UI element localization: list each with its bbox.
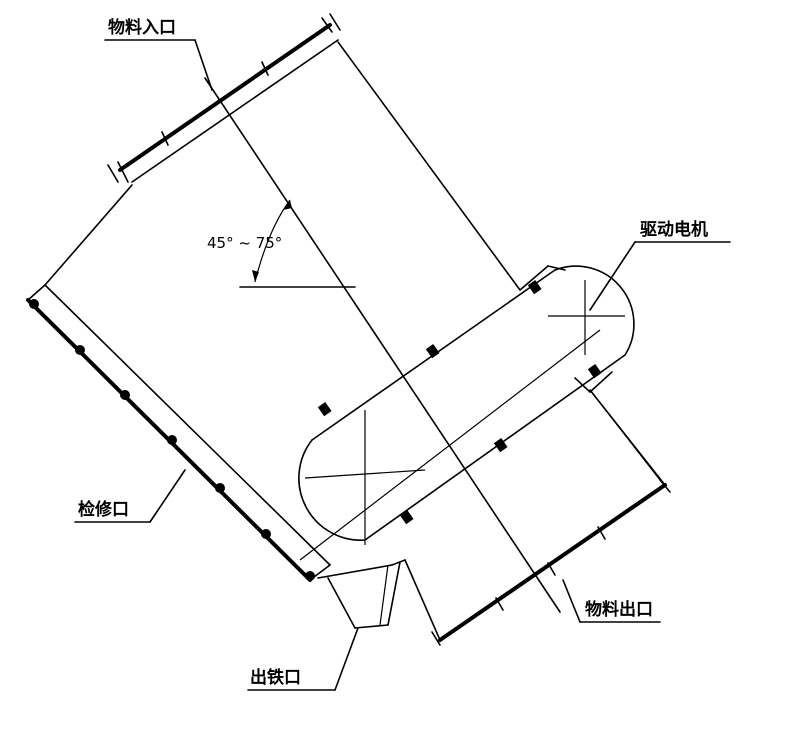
inlet-bolts — [161, 61, 269, 146]
material-outlet-label: 物料出口 — [585, 599, 653, 620]
belt-housing — [298, 265, 635, 541]
outlet-bolts — [495, 526, 606, 611]
iron-outlet-chute — [327, 561, 401, 629]
iron-outlet-label: 出铁口 — [250, 667, 301, 688]
belt-bolts — [317, 280, 602, 525]
inspection-bolts — [29, 299, 315, 581]
housing-body — [26, 13, 671, 646]
drive-motor-label: 驱动电机 — [640, 219, 708, 240]
inspection-port-label: 检修口 — [78, 499, 129, 520]
right-pulley-center — [548, 280, 625, 355]
material-inlet-label: 物料入口 — [108, 17, 176, 38]
angle-label: 45° ~ 75° — [207, 234, 282, 252]
left-pulley-center — [299, 329, 601, 561]
centerline — [204, 77, 561, 613]
leader-lines — [74, 39, 731, 691]
